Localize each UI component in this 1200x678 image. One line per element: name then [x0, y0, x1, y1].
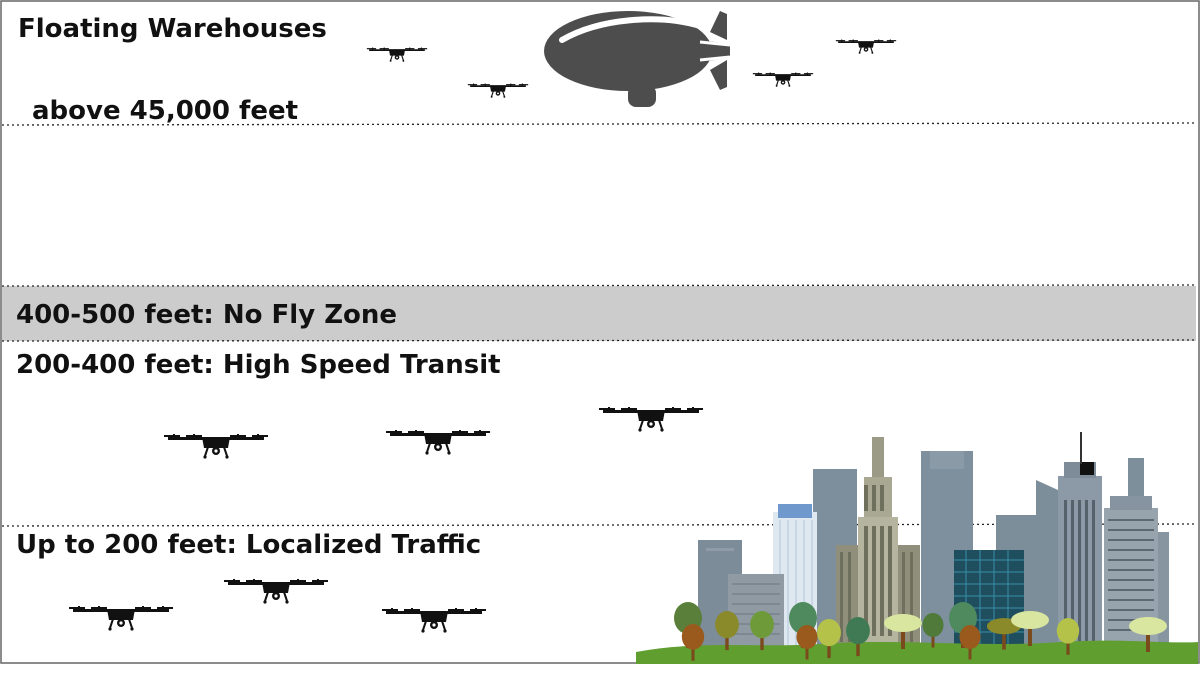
high-speed-transit-label: 200-400 feet: High Speed Transit: [16, 350, 501, 380]
no-fly-zone-band: [2, 286, 1196, 341]
city-skyline-icon: [636, 432, 1198, 664]
altitude-top-label: above 45,000 feet: [32, 96, 298, 126]
boundary-45000-line: [1, 122, 1198, 126]
localized-traffic-label: Up to 200 feet: Localized Traffic: [16, 530, 481, 560]
floating-warehouses-label: Floating Warehouses: [18, 14, 327, 44]
boundary-500-line: [1, 284, 1198, 287]
blimp-icon: [544, 11, 731, 107]
no-fly-zone-label: 400-500 feet: No Fly Zone: [16, 300, 397, 330]
boundary-400-line: [1, 339, 1198, 342]
